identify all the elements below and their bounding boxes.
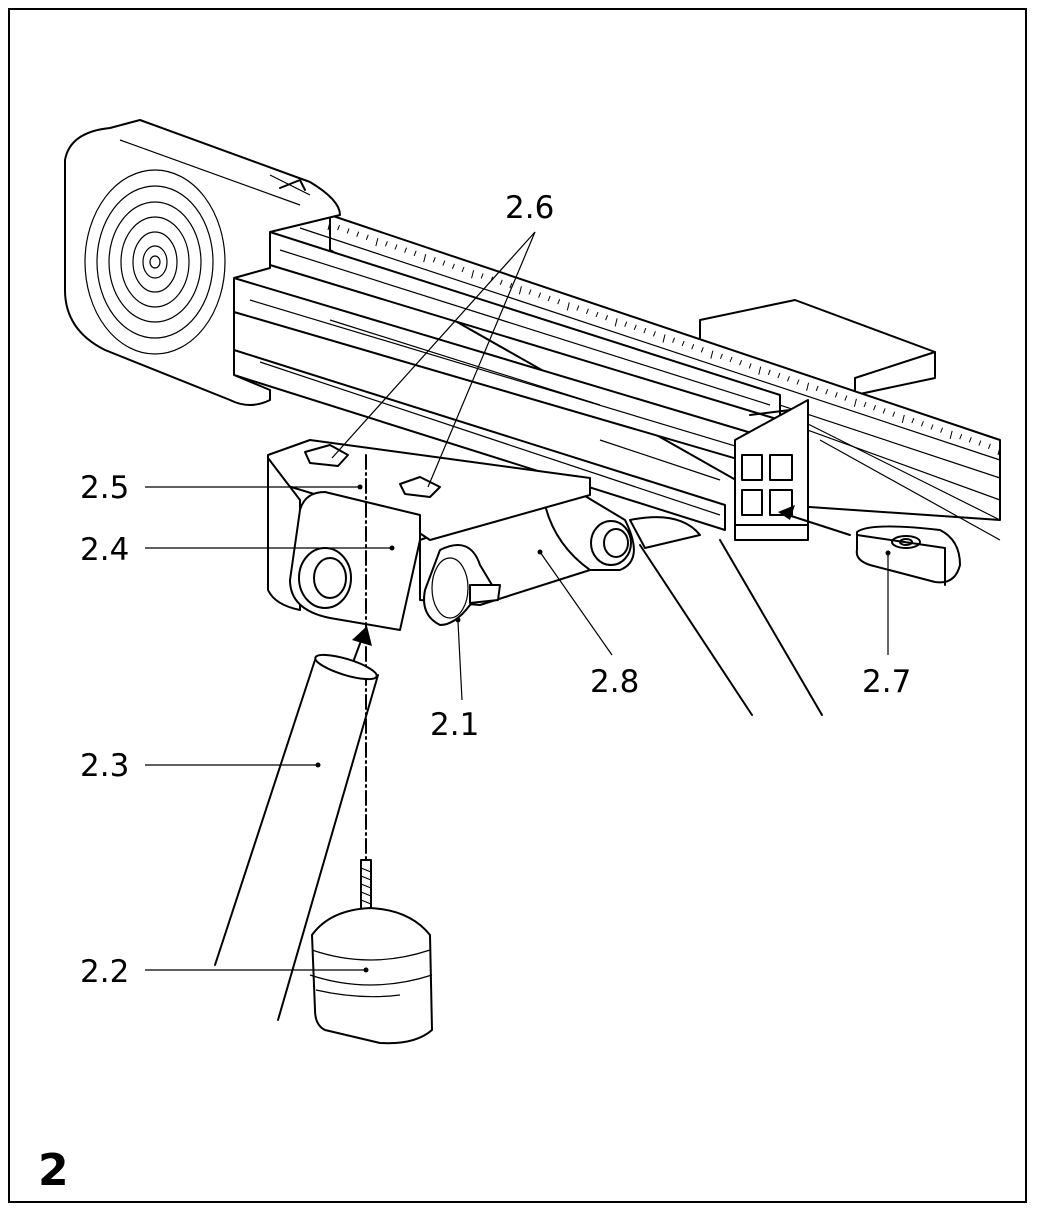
scale-tick [384,241,388,247]
scale-tick [892,411,896,417]
scale-tick [882,408,886,414]
scale-tick [538,292,542,298]
scale-tick [624,321,628,327]
scale-tick [605,315,609,321]
scale-tick [423,254,427,263]
callout-2-5: 2.5 [80,470,129,506]
scale-tick [499,279,503,286]
callout-2-8: 2.8 [590,664,639,700]
scale-tick [806,382,810,391]
scale-ticks [327,221,1001,456]
scale-tick [509,282,513,289]
scale-tick [643,327,647,334]
figure-number: 2 [38,1145,69,1196]
scale-tick [815,385,819,392]
scale-tick [719,353,723,359]
scale-tick [940,427,944,433]
scale-tick [432,257,436,263]
scale-tick [585,308,589,314]
scale-tick [930,424,934,430]
scale-tick [911,417,915,424]
scale-tick [528,289,532,295]
scale-tick [672,337,676,343]
scale-tick [987,443,991,449]
scale-tick [691,343,695,350]
scale-tick [662,334,666,343]
scale-tick [337,225,341,231]
rear-legs [629,516,823,716]
scale-tick [327,221,331,231]
callout-2-4: 2.4 [80,532,129,568]
scale-tick [710,350,714,359]
scale-tick [748,363,752,369]
callout-2-2: 2.2 [80,954,129,990]
scale-tick [767,369,771,376]
scale-tick [901,414,905,423]
scale-tick [394,244,398,250]
scale-tick [547,295,551,302]
leg-tube [214,653,379,1021]
scale-tick [853,398,857,407]
scale-tick [777,372,781,379]
guide-rail [233,214,1001,541]
scale-tick [758,366,762,375]
scale-tick [681,340,685,347]
scale-tick [834,392,838,398]
scale-tick [442,260,446,266]
callout-2-6: 2.6 [505,190,554,226]
scale-tick [700,347,704,353]
scale-tick [729,356,733,363]
scale-tick [959,433,963,440]
scale-tick [557,298,561,305]
scale-tick [356,231,360,237]
scale-tick [471,270,475,279]
leader-lines [145,231,891,973]
scale-tick [652,331,656,337]
scale-tick [566,302,570,311]
scale-tick [920,421,924,427]
scale-tick [978,440,982,446]
scale-tick [844,395,848,401]
drum-rings [84,169,226,355]
slot-nut [855,525,961,586]
drum-housing [64,119,341,406]
scale-tick [365,234,369,241]
scale-tick [518,286,522,295]
scale-tick [949,430,953,440]
scale-tick [404,247,408,253]
scale-tick [739,360,743,366]
scale-tick [451,263,455,269]
scale-tick [480,273,484,279]
scale-tick [375,237,379,247]
scale-tick [873,405,877,411]
scale-tick [576,305,580,311]
adjustable-foot [309,859,433,1045]
clamp-block [289,491,421,631]
scale-tick [413,250,417,257]
scale-tick [346,228,350,234]
scale-tick [614,318,618,327]
scale-tick [968,437,972,443]
callout-2-3: 2.3 [80,748,129,784]
scale-tick [796,379,800,385]
scale-tick [786,376,790,382]
figure-frame [8,8,1027,1203]
clamp-knob [423,544,501,626]
scale-tick [997,446,1001,456]
scale-tick [461,266,465,273]
scale-tick [825,388,829,395]
callout-2-1: 2.1 [430,707,479,743]
scale-tick [863,401,867,408]
callout-2-7: 2.7 [862,664,911,700]
scale-tick [595,311,599,318]
scale-tick [633,324,637,331]
